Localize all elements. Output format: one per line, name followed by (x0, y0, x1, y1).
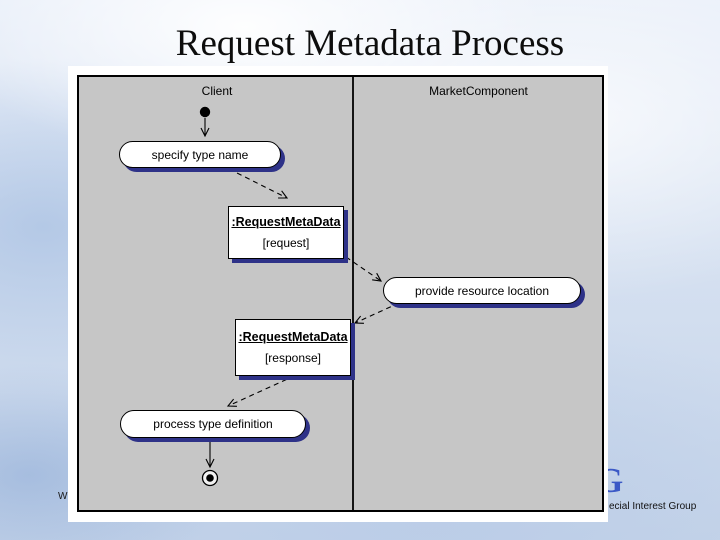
activity-label: process type definition (153, 417, 273, 431)
object-state: [response] (264, 351, 322, 366)
object-name: :RequestMetaData (231, 215, 341, 230)
footer-right-text: ecial Interest Group (609, 501, 697, 512)
lane-label-client: Client (201, 84, 233, 98)
activity-label: provide resource location (414, 283, 550, 298)
object-name: :RequestMetaData (238, 329, 348, 344)
object-request-metadata-request: :RequestMetaData [request] (228, 206, 344, 259)
object-state: [request] (262, 235, 310, 250)
activity-label: specify type name (151, 147, 249, 162)
object-request-metadata-response: :RequestMetaData [response] (235, 319, 351, 376)
activity-process-type-definition: process type definition (120, 410, 306, 438)
activity-provide-resource-location: provide resource location (383, 277, 581, 304)
page-title: Request Metadata Process (175, 23, 565, 64)
footer-left-fragment: W (58, 491, 68, 502)
activity-specify-type-name: specify type name (119, 141, 281, 168)
lane-label-marketcomponent: MarketComponent (429, 84, 528, 98)
